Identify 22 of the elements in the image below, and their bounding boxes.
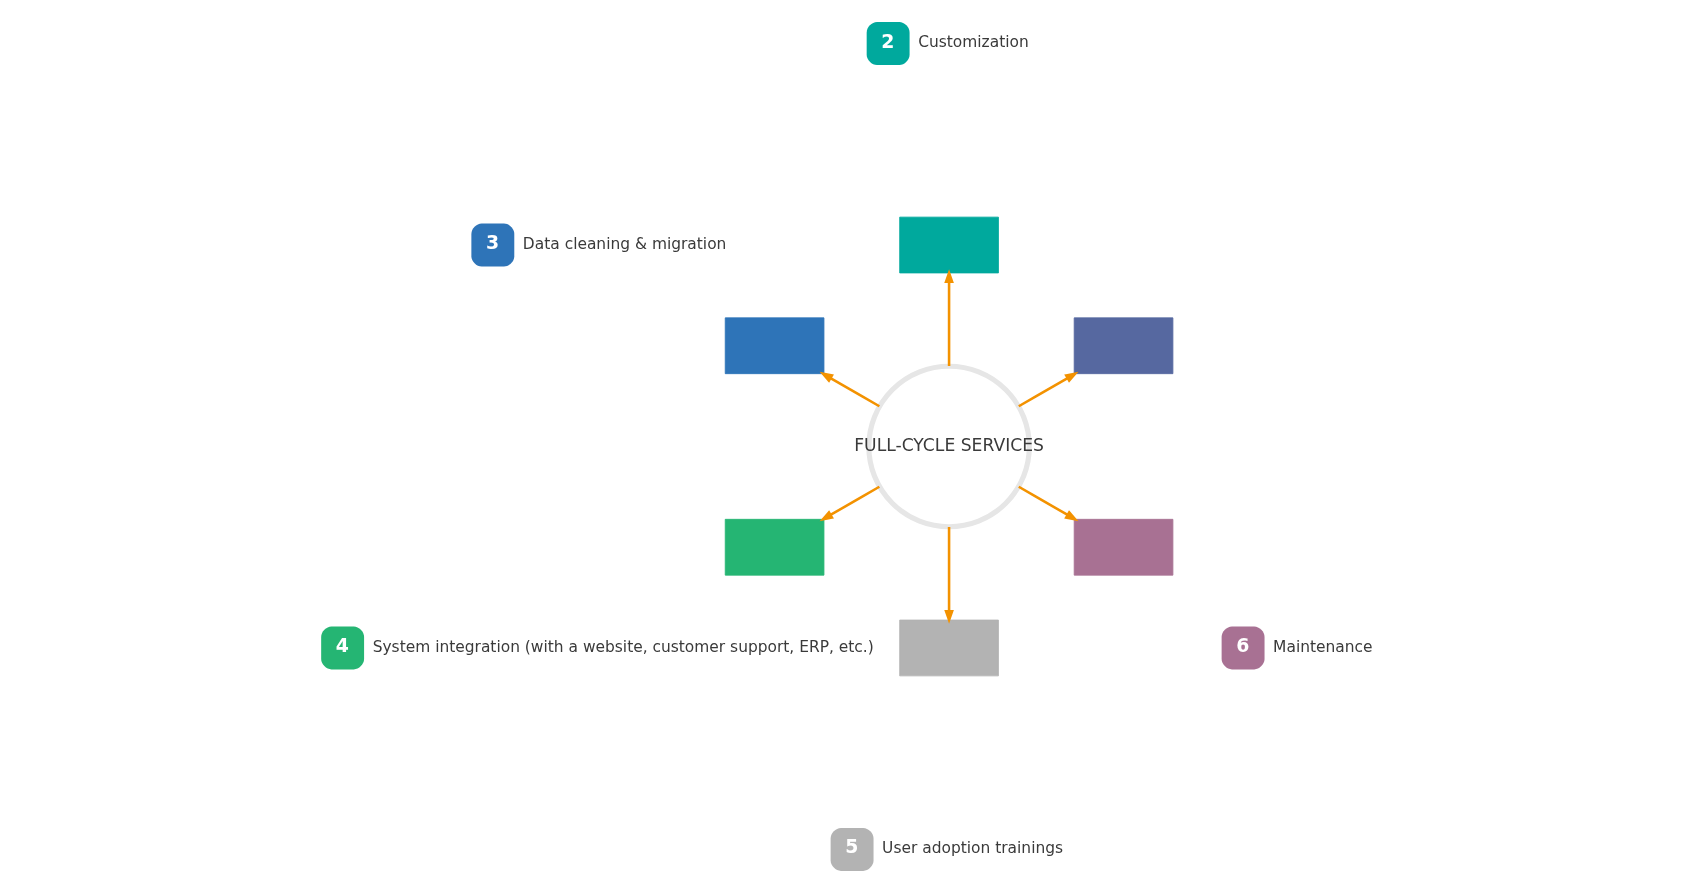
arrow — [1018, 485, 1079, 522]
arrow — [819, 485, 880, 522]
node-box — [1073, 317, 1174, 375]
node-box: 6 — [1221, 626, 1265, 670]
node-label: Maintenance — [1273, 637, 1373, 656]
node-box: 4 — [321, 626, 365, 670]
node-label: User adoption trainings — [882, 839, 1064, 858]
node-box — [899, 619, 999, 677]
node-label: System integration (with a website, customer support, ERP, etc.) — [372, 637, 874, 656]
arrow — [944, 527, 954, 624]
arrow — [944, 269, 954, 366]
node-box — [899, 216, 999, 274]
node-label: Customization — [918, 33, 1029, 52]
node-box: 2 — [866, 22, 910, 66]
node-box — [724, 518, 825, 576]
node-box: 3 — [471, 223, 515, 267]
node-label: Data cleaning & migration — [522, 234, 727, 253]
node-box: 5 — [830, 827, 874, 871]
arrow — [819, 371, 880, 408]
arrow — [1018, 371, 1079, 408]
node-box — [1073, 518, 1174, 576]
node-box — [724, 317, 825, 375]
